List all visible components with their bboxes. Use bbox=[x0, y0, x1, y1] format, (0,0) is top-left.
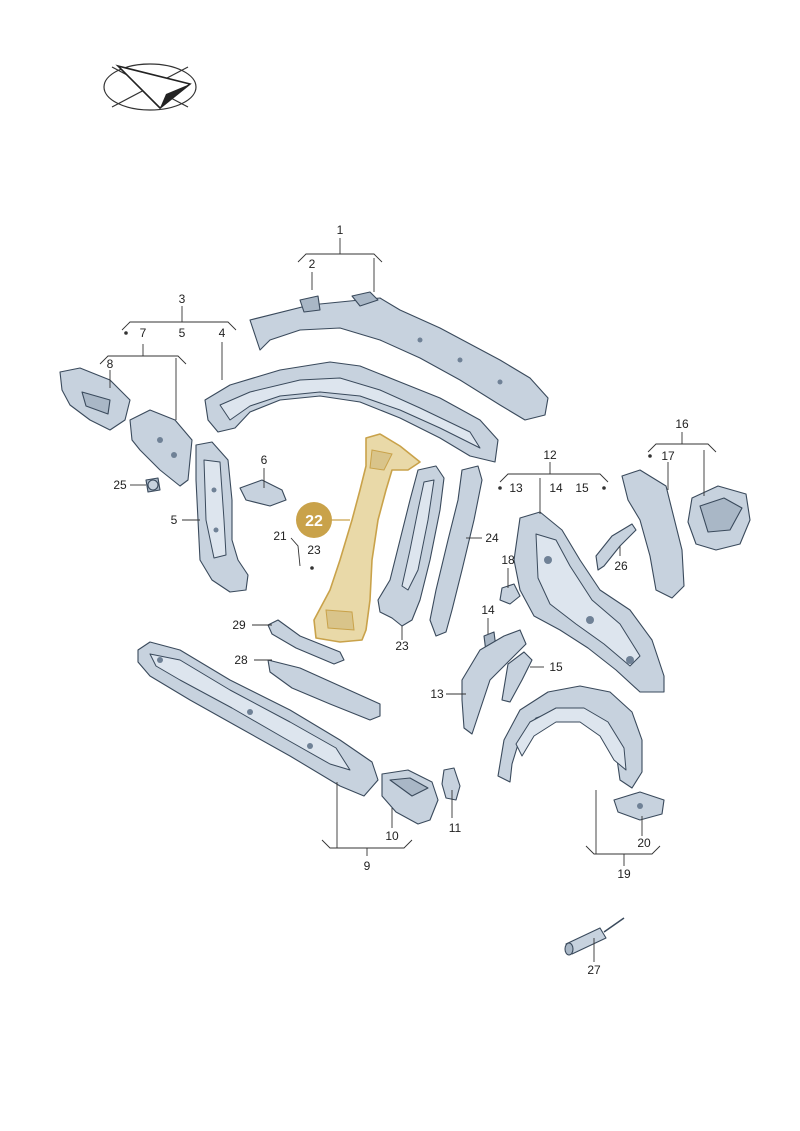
callout-28[interactable]: 28 bbox=[234, 653, 248, 667]
callout-13[interactable]: 13 bbox=[430, 687, 444, 701]
part-7-bracket[interactable] bbox=[129, 409, 193, 487]
callout-12[interactable]: 12 bbox=[543, 448, 557, 462]
part-25-bolt[interactable] bbox=[145, 477, 161, 493]
part-8-front-bracket[interactable] bbox=[59, 367, 131, 431]
callout-19[interactable]: 19 bbox=[617, 867, 631, 881]
callout-17[interactable]: 17 bbox=[661, 449, 675, 463]
part-23-pillar-reinforcement[interactable] bbox=[377, 465, 445, 627]
part-22-callout-badge[interactable]: 22 bbox=[296, 502, 332, 538]
part-27-sealant-tube[interactable] bbox=[564, 917, 625, 956]
part-28-crossmember[interactable] bbox=[267, 659, 381, 721]
callout-25[interactable]: 25 bbox=[113, 478, 127, 492]
part-20-plate[interactable] bbox=[613, 791, 665, 821]
callout-5-top[interactable]: 5 bbox=[179, 326, 186, 340]
callout-23[interactable]: 23 bbox=[395, 639, 409, 653]
part-5-a-pillar[interactable] bbox=[195, 441, 249, 593]
part-11-clip[interactable] bbox=[441, 767, 461, 801]
callout-9[interactable]: 9 bbox=[364, 859, 371, 873]
callout-16[interactable]: 16 bbox=[675, 417, 689, 431]
compass-arrow-logo bbox=[103, 63, 197, 111]
callout-11[interactable]: 11 bbox=[449, 821, 462, 835]
callout-6[interactable]: 6 bbox=[261, 453, 268, 467]
callout-24[interactable]: 24 bbox=[485, 531, 499, 545]
callout-13-top[interactable]: 13 bbox=[509, 481, 523, 495]
part-26-gusset[interactable] bbox=[595, 523, 637, 571]
callout-23-left[interactable]: 23 bbox=[307, 543, 321, 557]
part-10-bracket[interactable] bbox=[381, 769, 439, 825]
callout-5[interactable]: 5 bbox=[171, 513, 178, 527]
part-24-pillar-panel[interactable] bbox=[429, 465, 483, 637]
part-29-crossmember[interactable] bbox=[267, 619, 345, 665]
callout-26[interactable]: 26 bbox=[614, 559, 628, 573]
callout-2[interactable]: 2 bbox=[309, 257, 316, 271]
callout-1[interactable]: 1 bbox=[337, 223, 344, 237]
callout-14[interactable]: 14 bbox=[481, 603, 495, 617]
part-16-rear-panel[interactable] bbox=[687, 485, 751, 551]
callout-29[interactable]: 29 bbox=[232, 618, 246, 632]
callout-labels: 1 2 3 7 5 4 8 6 25 5 21 23 29 28 23 24 1… bbox=[107, 223, 689, 977]
part-13-reinforcement[interactable] bbox=[461, 629, 527, 735]
part-4-roof-arch[interactable] bbox=[204, 361, 499, 463]
part-22-b-pillar-highlighted[interactable] bbox=[313, 433, 421, 643]
part-17-rear-bracket[interactable] bbox=[621, 469, 685, 599]
callout-15-top[interactable]: 15 bbox=[575, 481, 589, 495]
callout-20[interactable]: 20 bbox=[637, 836, 651, 850]
callout-21[interactable]: 21 bbox=[273, 529, 287, 543]
callout-10[interactable]: 10 bbox=[385, 829, 399, 843]
callout-8[interactable]: 8 bbox=[107, 357, 114, 371]
badge-label: 22 bbox=[305, 513, 323, 530]
part-18-bracket[interactable] bbox=[499, 583, 521, 605]
callout-3[interactable]: 3 bbox=[179, 292, 186, 306]
part-9-sill-panel[interactable] bbox=[137, 641, 379, 797]
callout-27[interactable]: 27 bbox=[587, 963, 601, 977]
callout-4[interactable]: 4 bbox=[219, 326, 226, 340]
leader-lines bbox=[99, 238, 717, 962]
callout-15[interactable]: 15 bbox=[549, 660, 563, 674]
callout-7[interactable]: 7 bbox=[140, 326, 147, 340]
callout-14-top[interactable]: 14 bbox=[549, 481, 563, 495]
callout-18[interactable]: 18 bbox=[501, 553, 515, 567]
part-15-strip[interactable] bbox=[501, 651, 533, 703]
part-6-bracket[interactable] bbox=[239, 479, 287, 507]
part-19-wheel-arch[interactable] bbox=[497, 685, 643, 789]
part-12-rear-quarter-inner[interactable] bbox=[513, 511, 665, 693]
part-1-roof-rail[interactable] bbox=[249, 291, 549, 421]
